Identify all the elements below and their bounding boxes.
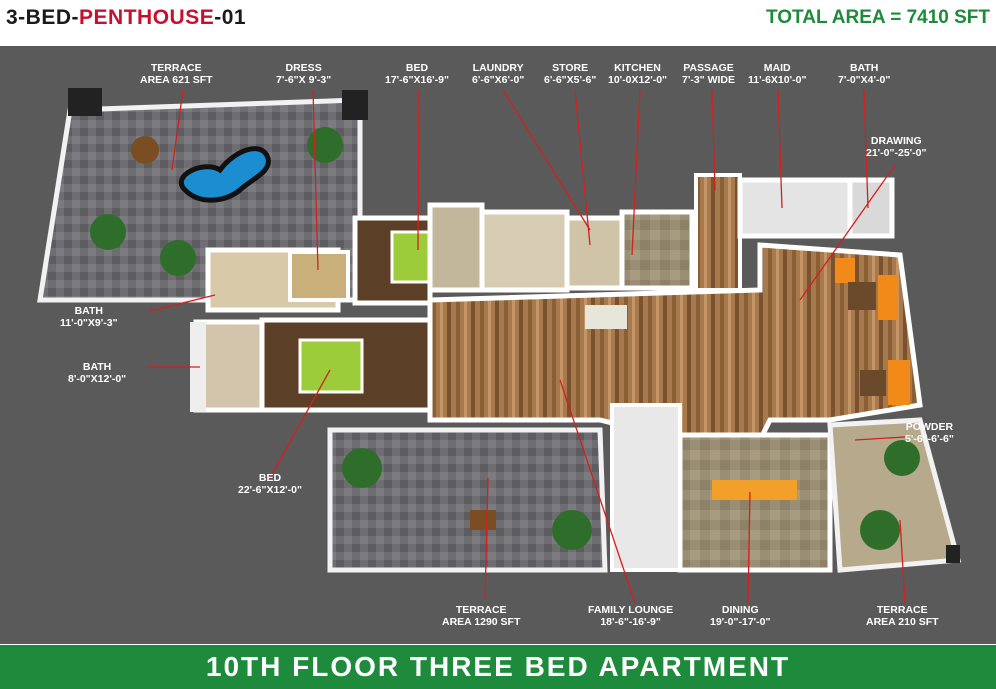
leader-lines — [148, 89, 906, 604]
room-name: KITCHEN — [614, 62, 661, 74]
room-size: 6'-6"X6'-0" — [472, 74, 525, 86]
bedroom-blocks — [259, 215, 448, 413]
room-size: 22'-6"X12'-0" — [238, 484, 302, 496]
room-size: 7'-6"X 9'-3" — [276, 74, 332, 86]
header: 3-BED-PENTHOUSE-01 TOTAL AREA = 7410 SFT — [0, 0, 996, 46]
room-name: DRAWING — [870, 135, 922, 147]
room-name: BATH — [82, 361, 112, 373]
terrace-right-area — [827, 417, 962, 573]
room-size: 11'-6X10'-0" — [748, 74, 807, 86]
room-size: AREA 210 SFT — [866, 616, 939, 628]
room-name: BATH — [74, 305, 103, 317]
footer-banner: 10TH FLOOR THREE BED APARTMENT — [0, 645, 996, 689]
plan-title: 3-BED-PENTHOUSE-01 — [6, 6, 246, 30]
room-name: DRESS — [285, 62, 322, 74]
room-name: BATH — [849, 62, 879, 74]
room-size: 19'-0"-17'-0" — [710, 616, 771, 628]
room-size: 10'-0X12'-0" — [608, 74, 668, 86]
room-size: 8'-0"X12'-0" — [68, 373, 127, 385]
room-name: DINING — [721, 604, 759, 616]
title-suffix: -01 — [214, 6, 247, 29]
room-size: 7'-0"X4'-0" — [838, 74, 891, 86]
footer-title: 10TH FLOOR THREE BED APARTMENT — [205, 651, 791, 682]
room-name: PASSAGE — [683, 62, 734, 74]
room-size: AREA 621 SFT — [140, 74, 213, 86]
title-prefix: 3-BED- — [6, 6, 80, 29]
total-area: TOTAL AREA = 7410 SFT — [765, 7, 990, 28]
room-name: BED — [405, 62, 429, 74]
title-highlight: PENTHOUSE — [79, 6, 215, 29]
room-name: TERRACE — [455, 604, 507, 616]
room-size: 5'-6"-6'-6" — [905, 433, 954, 445]
room-name: POWDER — [905, 421, 954, 433]
room-name: STORE — [552, 62, 589, 74]
room-name: TERRACE — [150, 62, 202, 74]
room-size: 7'-3" WIDE — [682, 74, 735, 86]
terrace-bottom-area — [327, 427, 608, 573]
room-name: MAID — [763, 62, 791, 74]
room-name: TERRACE — [876, 604, 928, 616]
terrace-top-area — [37, 88, 368, 303]
room-size: 21'-0"-25'-0" — [866, 147, 927, 159]
room-name: BED — [258, 472, 282, 484]
service-rooms — [427, 173, 895, 293]
room-size: 6'-6"X5'-6" — [544, 74, 597, 86]
room-size: 18'-6"-16'-9" — [600, 616, 661, 628]
room-size: 17'-6"X16'-9" — [385, 74, 449, 86]
room-name: LAUNDRY — [472, 62, 524, 74]
room-name: FAMILY LOUNGE — [588, 604, 674, 616]
living-area — [427, 242, 923, 443]
floor-plan-drawing — [37, 88, 962, 604]
room-size: 11'-0"X9'-3" — [60, 317, 118, 329]
dining-area — [610, 403, 833, 573]
room-size: AREA 1290 SFT — [442, 616, 521, 628]
